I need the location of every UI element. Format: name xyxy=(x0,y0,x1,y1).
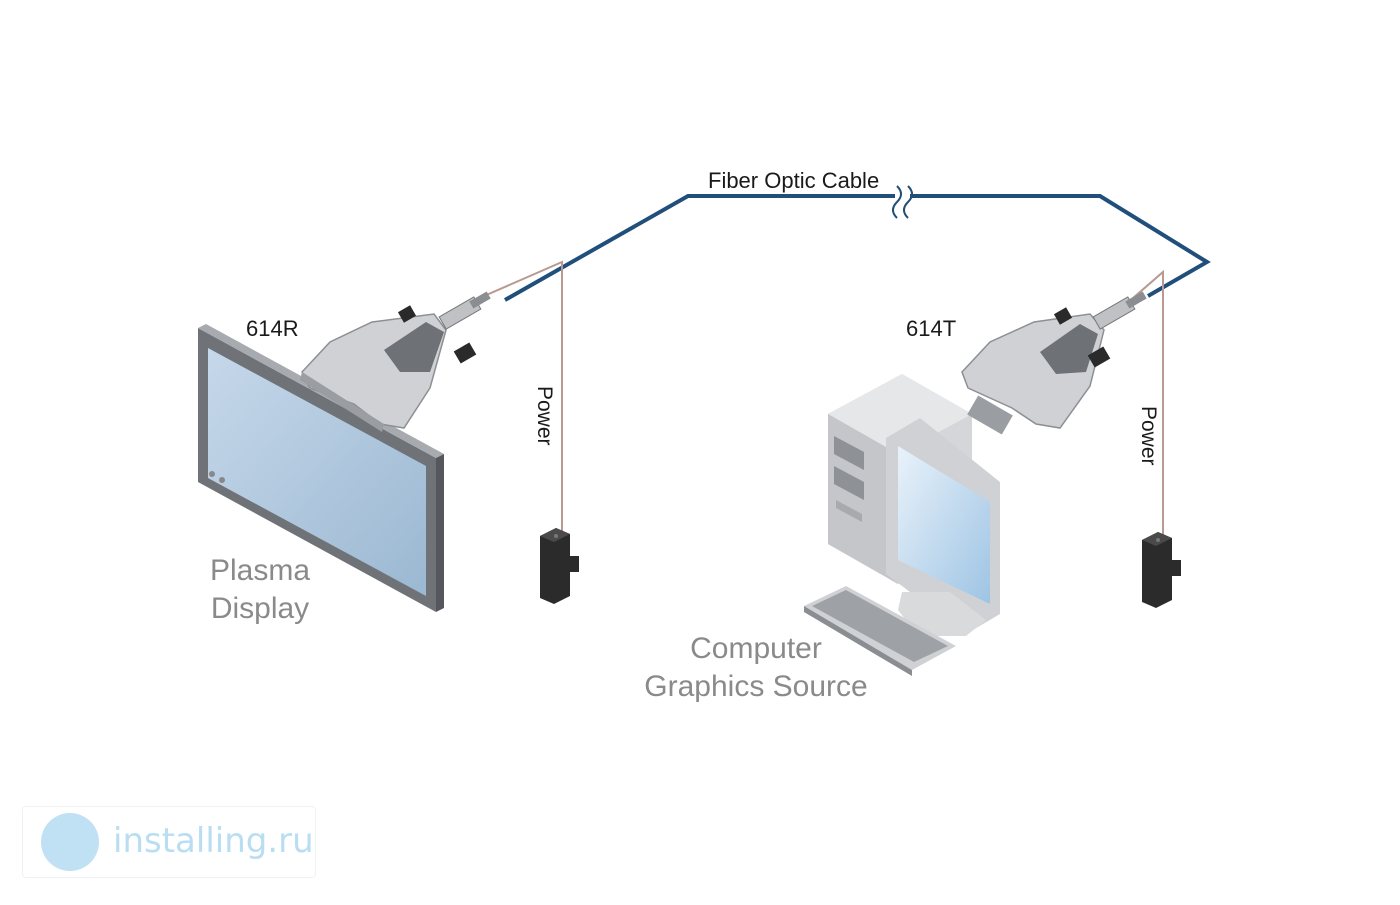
computer-source-label-line2: Graphics Source xyxy=(644,670,868,703)
receiver-label: 614R xyxy=(246,316,299,341)
power-right-label: Power xyxy=(1137,406,1160,466)
power-wire-right xyxy=(1124,269,1164,535)
transmitter-614t-device xyxy=(961,291,1147,435)
plasma-display-label-line2: Display xyxy=(210,592,310,625)
fiber-optic-cable-label: Fiber Optic Cable xyxy=(708,168,880,193)
plasma-display-label-line1: Plasma xyxy=(209,554,311,587)
receiver-614r-device xyxy=(300,291,491,432)
power-adapter-right xyxy=(1142,532,1181,608)
power-adapter-left xyxy=(540,528,579,604)
computer-monitor xyxy=(886,418,1000,636)
fiber-optic-cable xyxy=(504,194,1211,302)
keyboard xyxy=(804,586,956,676)
computer-source-label: Computer Graphics Source xyxy=(626,630,886,706)
watermark: installing.ru xyxy=(22,806,316,878)
cable-break-mark xyxy=(892,185,913,219)
watermark-logo-icon xyxy=(41,813,99,871)
plasma-display-label: Plasma Display xyxy=(190,552,330,628)
computer-source-label-line1: Computer xyxy=(690,632,822,665)
watermark-text: installing.ru xyxy=(113,821,314,861)
power-wire-left xyxy=(474,260,563,535)
power-left-label: Power xyxy=(533,386,556,446)
transmitter-label: 614T xyxy=(906,316,957,341)
